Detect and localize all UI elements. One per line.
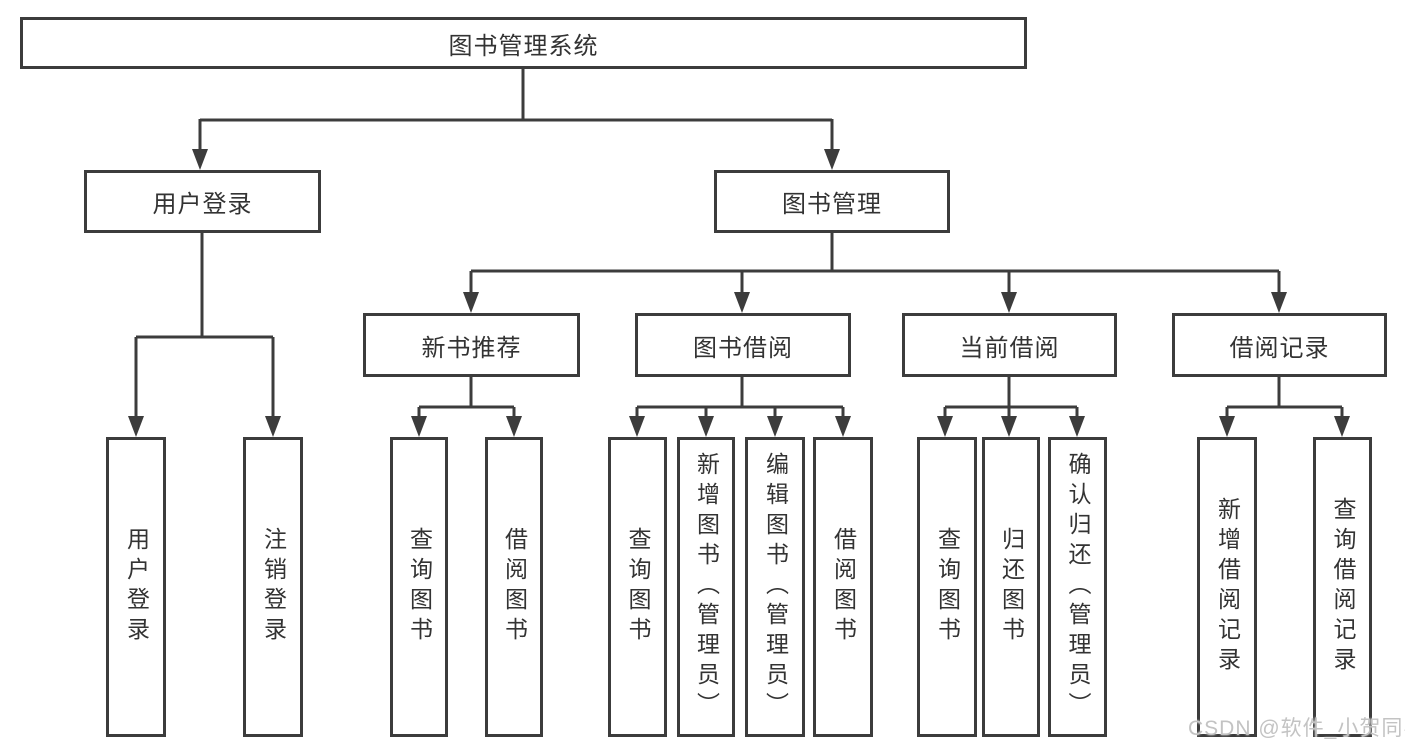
- leaf-add-borrow-record: 新增借阅记录: [1197, 437, 1257, 737]
- leaf-query-borrow-record: 查询借阅记录: [1313, 437, 1372, 737]
- leaf-query-books-current: 查询图书: [917, 437, 977, 737]
- node-borrowing-records: 借阅记录: [1172, 313, 1387, 377]
- leaf-query-books-borrowing: 查询图书: [608, 437, 667, 737]
- node-user-login: 用户登录: [84, 170, 321, 233]
- node-new-book-recommendation: 新书推荐: [363, 313, 580, 377]
- node-book-management: 图书管理: [714, 170, 950, 233]
- leaf-query-books-recommend: 查询图书: [390, 437, 448, 737]
- leaf-logout: 注销登录: [243, 437, 303, 737]
- node-current-borrowing: 当前借阅: [902, 313, 1117, 377]
- leaf-add-books-admin: 新增图书（管理员）: [677, 437, 735, 737]
- leaf-borrow-books-recommend: 借阅图书: [485, 437, 543, 737]
- leaf-user-login: 用户登录: [106, 437, 166, 737]
- connector-paths: [134, 68, 1344, 419]
- leaf-edit-books-admin: 编辑图书（管理员）: [745, 437, 805, 737]
- leaf-borrow-books-borrowing: 借阅图书: [813, 437, 873, 737]
- watermark: CSDN @软件_小贺同学: [1188, 717, 1405, 740]
- node-book-borrowing: 图书借阅: [635, 313, 851, 377]
- node-library-management-system: 图书管理系统: [20, 17, 1027, 69]
- arrowheads: [128, 149, 1350, 437]
- leaf-confirm-return-admin: 确认归还（管理员）: [1048, 437, 1107, 737]
- leaf-return-books: 归还图书: [982, 437, 1040, 737]
